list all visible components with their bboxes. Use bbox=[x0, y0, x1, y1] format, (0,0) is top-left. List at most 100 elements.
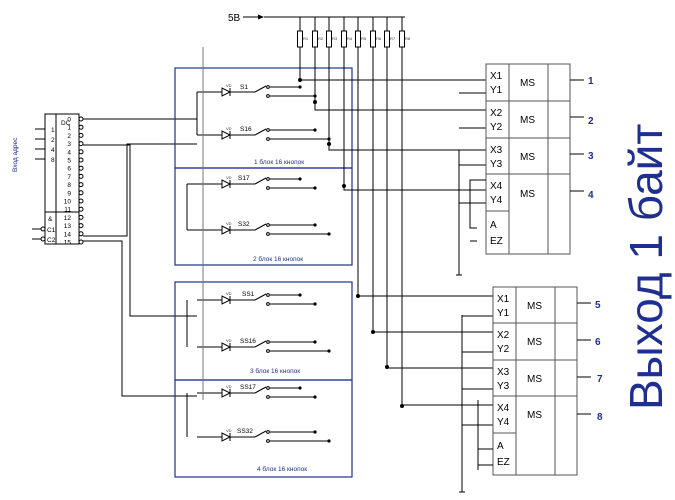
decoder-output-label: 14 bbox=[64, 231, 72, 238]
junction-dot bbox=[385, 365, 389, 369]
mux1-y2: Y2 bbox=[490, 122, 503, 133]
resistor-label: R2 bbox=[318, 36, 324, 41]
switch-assembly: VD bbox=[197, 428, 331, 443]
resistor-label: R4 bbox=[347, 36, 353, 41]
decoder-enable-c1: C1 bbox=[47, 227, 56, 234]
switch-s1-label: S1 bbox=[240, 84, 248, 91]
mux-group-2: X1 Y1 X2 Y2 X3 Y3 X4 Y4 A EZ MS MS MS MS bbox=[492, 286, 578, 476]
decoder-chip: DC & 1 2 4 8 C1 C2 bbox=[44, 113, 80, 245]
decoder-output-label: 2 bbox=[67, 133, 71, 140]
resistor-label: R1 bbox=[303, 36, 309, 41]
mux1-ms-1: MS bbox=[520, 78, 535, 89]
decoder-output-pin bbox=[78, 182, 84, 188]
diode-icon bbox=[221, 130, 232, 140]
resistor-label: R5 bbox=[361, 36, 367, 41]
resistor-6 bbox=[370, 30, 376, 48]
switch-assembly: VD bbox=[197, 291, 317, 306]
decoder-and-label: & bbox=[48, 216, 53, 223]
mux1-x1: X1 bbox=[490, 71, 503, 82]
decoder-output-pin bbox=[78, 173, 84, 179]
supply-label: 5В bbox=[228, 13, 241, 24]
mux2-ez: EZ bbox=[497, 457, 510, 468]
switch-contact bbox=[254, 386, 267, 394]
decoder-output-pin bbox=[78, 206, 84, 212]
decoder-output-label: 1 bbox=[67, 125, 71, 132]
switch-contact bbox=[254, 85, 267, 93]
decoder-output-label: 12 bbox=[64, 215, 72, 222]
block-2-label: 2 блок 16 кнопок bbox=[253, 255, 303, 263]
switch-assembly: VD bbox=[197, 83, 317, 98]
mux2-x4: X4 bbox=[497, 403, 510, 414]
junction-dot bbox=[400, 404, 404, 408]
mux2-y4: Y4 bbox=[497, 417, 510, 428]
decoder-output-pin bbox=[78, 214, 84, 220]
resistor-5 bbox=[355, 30, 361, 48]
junction-dot bbox=[298, 78, 302, 82]
mux1-x2: X2 bbox=[490, 108, 503, 119]
block-3: 3 блок 16 кнопок bbox=[174, 281, 353, 381]
junction-dot bbox=[313, 100, 317, 104]
mux2-y2: Y2 bbox=[497, 344, 510, 355]
decoder-output-pin bbox=[78, 239, 84, 245]
diode-icon bbox=[221, 225, 232, 235]
mux1-ms-3: MS bbox=[520, 152, 535, 163]
mux2-y3: Y3 bbox=[497, 381, 510, 392]
mux2-ms-2: MS bbox=[527, 337, 542, 348]
diode-label: VD bbox=[226, 384, 232, 389]
decoder-output-pin bbox=[78, 165, 84, 171]
diode-label: VD bbox=[226, 428, 232, 433]
mux2-ms-3: MS bbox=[527, 374, 542, 385]
diode-icon bbox=[221, 388, 232, 398]
decoder-output-label: 9 bbox=[67, 190, 71, 197]
mux2-x3: X3 bbox=[497, 367, 510, 378]
diode-label: VD bbox=[226, 83, 232, 88]
mux1-x4: X4 bbox=[490, 181, 503, 192]
diode-icon bbox=[221, 179, 232, 189]
decoder-output-label: 11 bbox=[64, 207, 71, 214]
block-4-label: 4 блок 16 кнопок bbox=[257, 465, 307, 473]
diode-icon bbox=[221, 87, 232, 97]
resistor-label: R8 bbox=[405, 36, 411, 41]
resistor-8 bbox=[399, 30, 405, 48]
output-title: Выход 1 байт bbox=[620, 124, 672, 410]
decoder-output-pin bbox=[78, 223, 84, 229]
block-1: 1 блок 16 кнопок bbox=[174, 67, 353, 169]
resistor-3 bbox=[326, 30, 332, 48]
switch-s16-label: S16 bbox=[240, 126, 252, 133]
mux1-ms-4: MS bbox=[520, 189, 535, 200]
switch-ss32-label: SS32 bbox=[237, 428, 253, 435]
switch-ss1-label: SS1 bbox=[242, 291, 255, 298]
switch-s17-label: S17 bbox=[238, 175, 250, 182]
block-4: 4 блок 16 кнопок bbox=[174, 379, 353, 478]
diode-label: VD bbox=[226, 338, 232, 343]
switch-assembly: VD bbox=[197, 126, 331, 141]
resistor-label: R6 bbox=[376, 36, 382, 41]
diode-icon bbox=[221, 342, 232, 352]
diode-label: VD bbox=[226, 221, 232, 226]
junction-dot bbox=[342, 184, 346, 188]
resistor-2 bbox=[312, 30, 318, 48]
switch-contact bbox=[254, 293, 267, 301]
decoder-input-2: 2 bbox=[51, 137, 55, 144]
diode-label: VD bbox=[226, 126, 232, 131]
decoder-output-pin bbox=[78, 231, 84, 237]
decoder-output-label: 15 bbox=[64, 240, 72, 247]
mux1-a: A bbox=[490, 220, 497, 231]
output-8: 8 bbox=[597, 412, 603, 423]
switch-s32-label: S32 bbox=[238, 221, 250, 228]
resistor-label: R7 bbox=[390, 36, 396, 41]
decoder-output-pin bbox=[78, 141, 84, 147]
switch-ss16-label: SS16 bbox=[240, 338, 256, 345]
decoder-output-pin bbox=[78, 157, 84, 163]
diode-label: VD bbox=[226, 175, 232, 180]
mux1-y3: Y3 bbox=[490, 159, 503, 170]
output-1: 1 bbox=[588, 76, 594, 87]
junction-dot bbox=[356, 294, 360, 298]
output-4: 4 bbox=[588, 190, 594, 201]
decoder-output-pin bbox=[78, 116, 84, 122]
decoder-output-label: 4 bbox=[67, 149, 71, 156]
decoder-output-pin bbox=[78, 149, 84, 155]
decoder-input-4: 4 bbox=[51, 147, 55, 154]
